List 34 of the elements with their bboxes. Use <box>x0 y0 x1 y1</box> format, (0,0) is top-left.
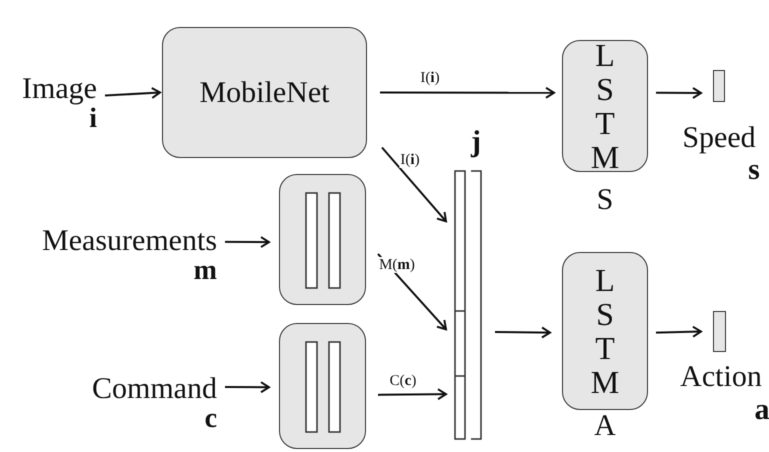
arrow <box>225 236 270 248</box>
variable-symbol: i <box>89 104 97 134</box>
edge-label: I(i) <box>419 70 441 86</box>
edge-label: C(c) <box>388 373 418 389</box>
variable-symbol: a <box>754 394 769 426</box>
arrow <box>494 326 551 338</box>
output-bar <box>713 70 725 102</box>
network-box: MobileNet <box>162 27 367 158</box>
variable-symbol: j <box>471 126 481 158</box>
input-name: Measurements <box>42 224 217 258</box>
arrow <box>225 381 270 394</box>
dense-layer-box <box>279 174 366 305</box>
variable-symbol: c <box>204 404 217 434</box>
lstm-box: L S T M <box>562 40 648 172</box>
output-bar <box>713 311 726 352</box>
node-caption: S <box>596 184 614 216</box>
input-name: Command <box>92 372 217 406</box>
edge-label: M(m) <box>378 257 416 273</box>
feature-vector-bar <box>454 170 483 440</box>
arrow <box>381 146 447 222</box>
arrow <box>104 86 161 99</box>
arrow <box>380 86 555 99</box>
edge-label: I(i) <box>399 152 421 168</box>
node-caption: Action <box>680 361 762 393</box>
variable-symbol: s <box>748 154 760 186</box>
arrow <box>656 326 702 338</box>
node-caption: A <box>594 410 616 442</box>
arrow <box>378 388 447 400</box>
variable-symbol: m <box>194 256 217 286</box>
node-caption: Speed <box>682 122 756 154</box>
dense-layer-box <box>279 323 366 449</box>
lstm-box: L S T M <box>562 252 648 410</box>
arrow <box>656 87 702 99</box>
input-name: Image <box>22 72 97 106</box>
